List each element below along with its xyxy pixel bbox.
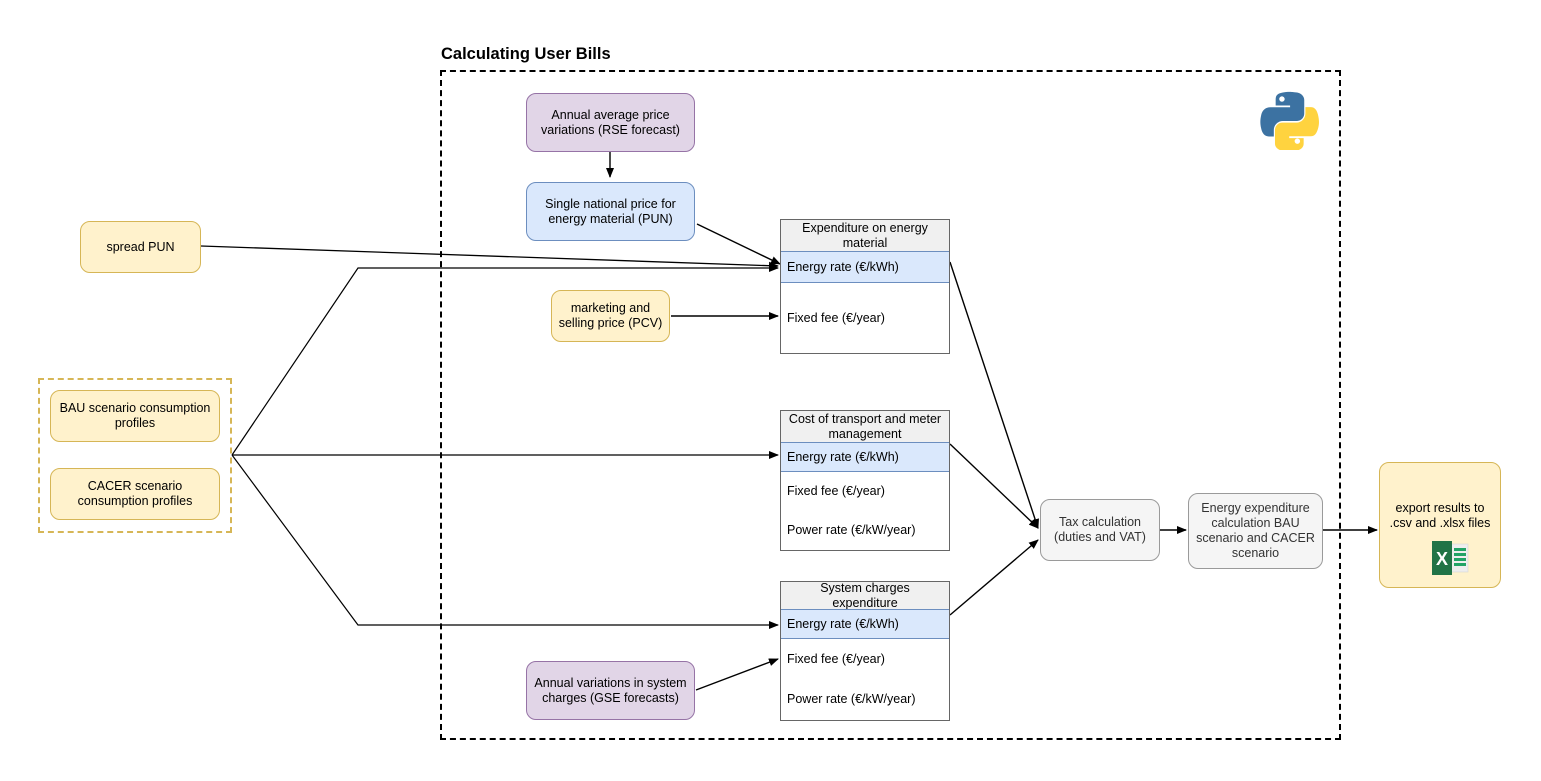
- table-row[interactable]: Energy rate (€/kWh): [781, 251, 949, 283]
- node-export-results[interactable]: export results to .csv and .xlsx files X: [1379, 462, 1501, 588]
- input-gse-forecast[interactable]: Annual variations in system charges (GSE…: [526, 661, 695, 720]
- calculating-user-bills-container: [440, 70, 1341, 740]
- table-header: System charges expenditure: [781, 581, 949, 610]
- node-tax-calculation[interactable]: Tax calculation (duties and VAT): [1040, 499, 1160, 561]
- table-header: Cost of transport and meter management: [781, 411, 949, 443]
- python-logo: [1259, 88, 1321, 155]
- node-tax-calculation-label: Tax calculation (duties and VAT): [1054, 515, 1146, 544]
- table-row[interactable]: Power rate (€/kW/year): [787, 523, 916, 537]
- input-bau-profiles-label: BAU scenario consumption profiles: [59, 401, 211, 430]
- node-pun-label: Single national price for energy materia…: [545, 196, 676, 226]
- input-rse-forecast[interactable]: Annual average price variations (RSE for…: [526, 93, 695, 152]
- input-spread-pun-label: spread PUN: [106, 239, 175, 254]
- table-row[interactable]: Power rate (€/kW/year): [787, 691, 916, 706]
- table-header: Expenditure on energy material: [781, 220, 949, 252]
- table-row[interactable]: Energy rate (€/kWh): [781, 609, 949, 639]
- input-pcv-label: marketing and selling price (PCV): [558, 301, 663, 330]
- input-cacer-profiles[interactable]: CACER scenario consumption profiles: [50, 468, 220, 520]
- table-expenditure-energy-material: Expenditure on energy material Energy ra…: [780, 219, 950, 354]
- table-row[interactable]: Fixed fee (€/year): [787, 651, 885, 666]
- consumption-profiles-group: [38, 378, 232, 533]
- input-pcv[interactable]: marketing and selling price (PCV): [551, 290, 670, 342]
- node-pun[interactable]: Single national price for energy materia…: [526, 182, 695, 241]
- excel-icon: X: [1432, 541, 1470, 579]
- input-bau-profiles[interactable]: BAU scenario consumption profiles: [50, 390, 220, 442]
- table-system-charges-expenditure: System charges expenditure Energy rate (…: [780, 581, 950, 721]
- node-export-results-label: export results to .csv and .xlsx files: [1389, 501, 1491, 530]
- svg-text:X: X: [1436, 549, 1448, 569]
- input-rse-forecast-label: Annual average price variations (RSE for…: [541, 107, 680, 137]
- page-title: Calculating User Bills: [441, 45, 611, 63]
- table-row[interactable]: Energy rate (€/kWh): [781, 442, 949, 472]
- input-gse-forecast-label: Annual variations in system charges (GSE…: [534, 675, 687, 705]
- input-spread-pun[interactable]: spread PUN: [80, 221, 201, 273]
- input-cacer-profiles-label: CACER scenario consumption profiles: [77, 479, 193, 508]
- table-row[interactable]: Fixed fee (€/year): [787, 310, 885, 325]
- table-row[interactable]: Fixed fee (€/year): [787, 484, 885, 498]
- node-energy-expenditure-calculation-label: Energy expenditure calculation BAU scena…: [1196, 501, 1315, 560]
- table-transport-meter-management: Cost of transport and meter management E…: [780, 410, 950, 551]
- node-energy-expenditure-calculation[interactable]: Energy expenditure calculation BAU scena…: [1188, 493, 1323, 569]
